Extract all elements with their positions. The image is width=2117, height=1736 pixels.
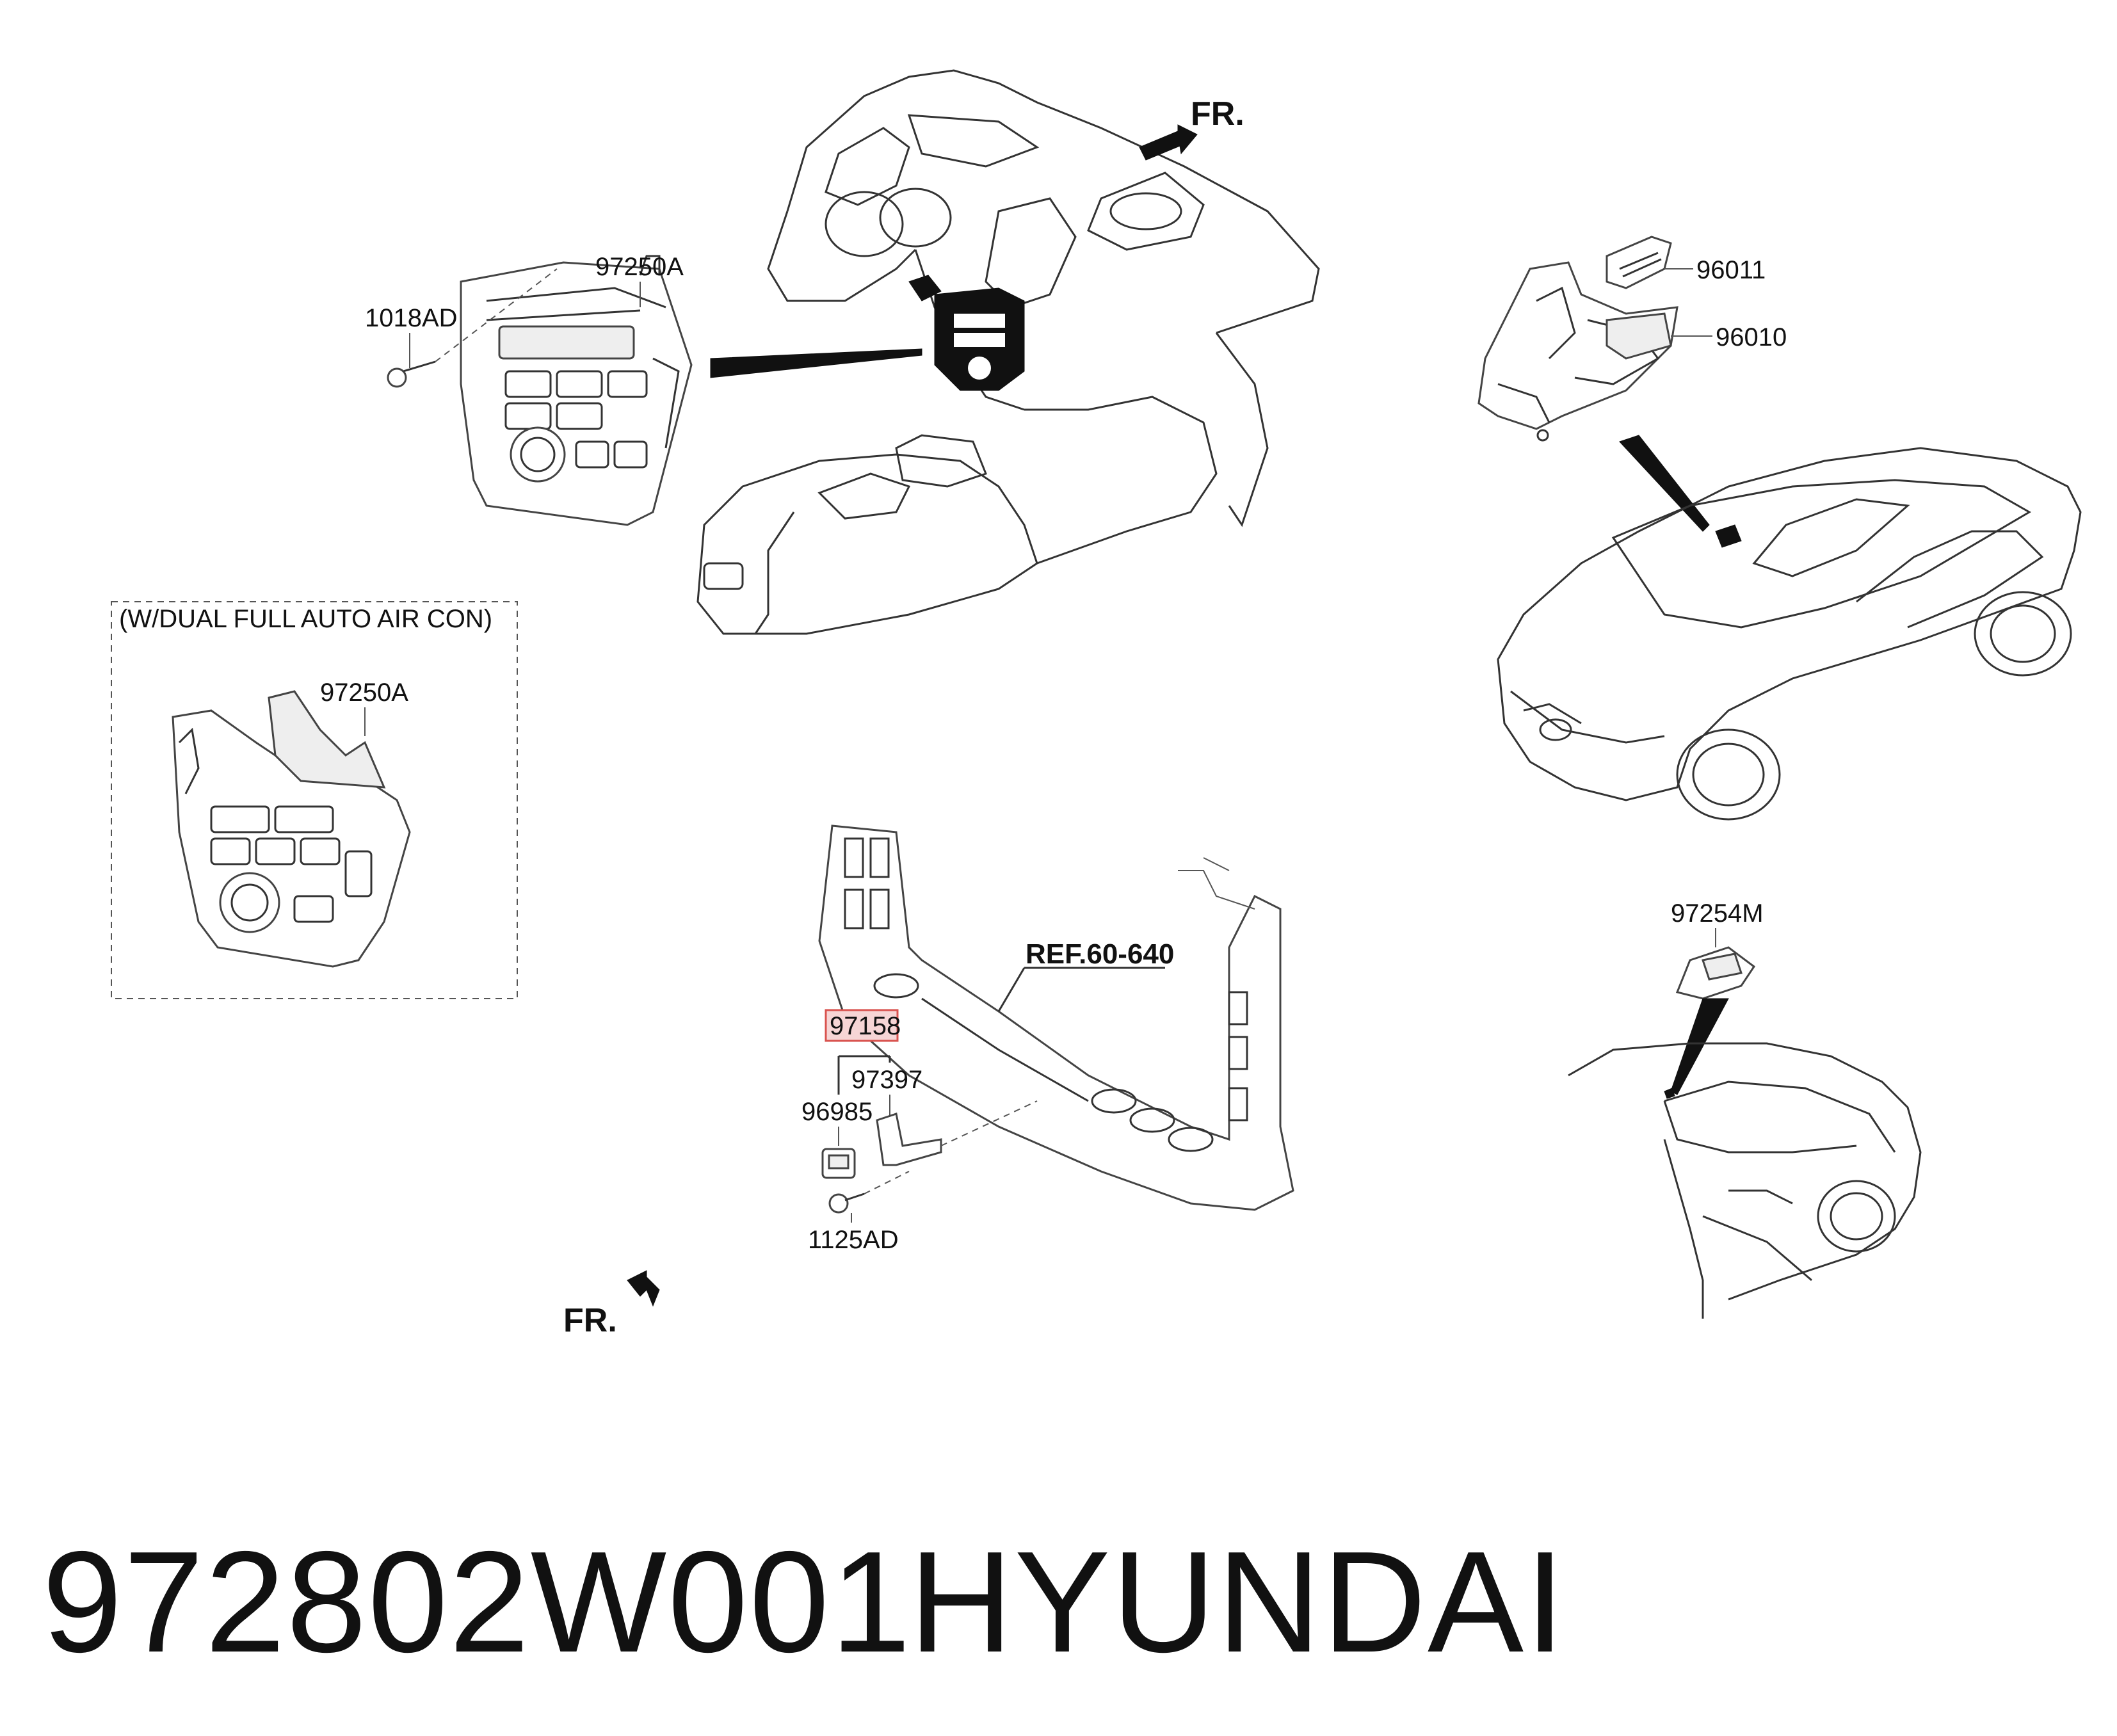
footer-brand: HYUNDAI — [909, 1521, 1566, 1682]
front-label-top: FR. — [1191, 95, 1244, 133]
label-96985: 96985 — [801, 1098, 873, 1126]
label-1125AD: 1125AD — [808, 1226, 899, 1254]
suv-illustration — [1497, 447, 2082, 821]
front-end-carrier — [818, 824, 1294, 1211]
variant-box — [111, 601, 518, 999]
sensor-97254M — [1675, 946, 1756, 1000]
label-97250A-top: 97250A — [595, 253, 684, 281]
highlight-97158 — [825, 1009, 899, 1042]
bracket-97397 — [876, 1113, 942, 1166]
label-97250A-box: 97250A — [320, 679, 408, 707]
front-label-bottom: FR. — [563, 1302, 617, 1339]
dashboard-illustration — [696, 69, 1320, 635]
label-97397: 97397 — [851, 1066, 922, 1094]
label-97158: 97158 — [830, 1012, 901, 1040]
front-arrow-top: FR. — [1139, 95, 1244, 161]
label-96011: 96011 — [1696, 256, 1766, 284]
label-97254M: 97254M — [1671, 899, 1764, 928]
pointer-arrow-panel — [710, 348, 922, 378]
camera-cover — [1606, 236, 1672, 289]
front-arrow-bottom: FR. — [563, 1270, 660, 1339]
climate-control-panel-1 — [460, 255, 693, 526]
label-96010: 96010 — [1716, 323, 1787, 351]
label-ref-60-640: REF.60-640 — [1026, 938, 1174, 970]
suv-windshield-illustration — [1568, 1042, 1922, 1319]
camera-unit — [1477, 261, 1678, 442]
screw-1018AD — [387, 268, 558, 388]
bolt-1125AD — [828, 1171, 910, 1214]
ambient-sensor-96985 — [821, 1148, 856, 1179]
footer-part-number: 972802W001 — [42, 1521, 912, 1682]
variant-note: (W/DUAL FULL AUTO AIR CON) — [119, 605, 492, 633]
pointer-arrow-sensor — [1670, 998, 1729, 1095]
climate-control-panel-2 — [172, 690, 411, 968]
label-1018AD: 1018AD — [365, 304, 458, 332]
